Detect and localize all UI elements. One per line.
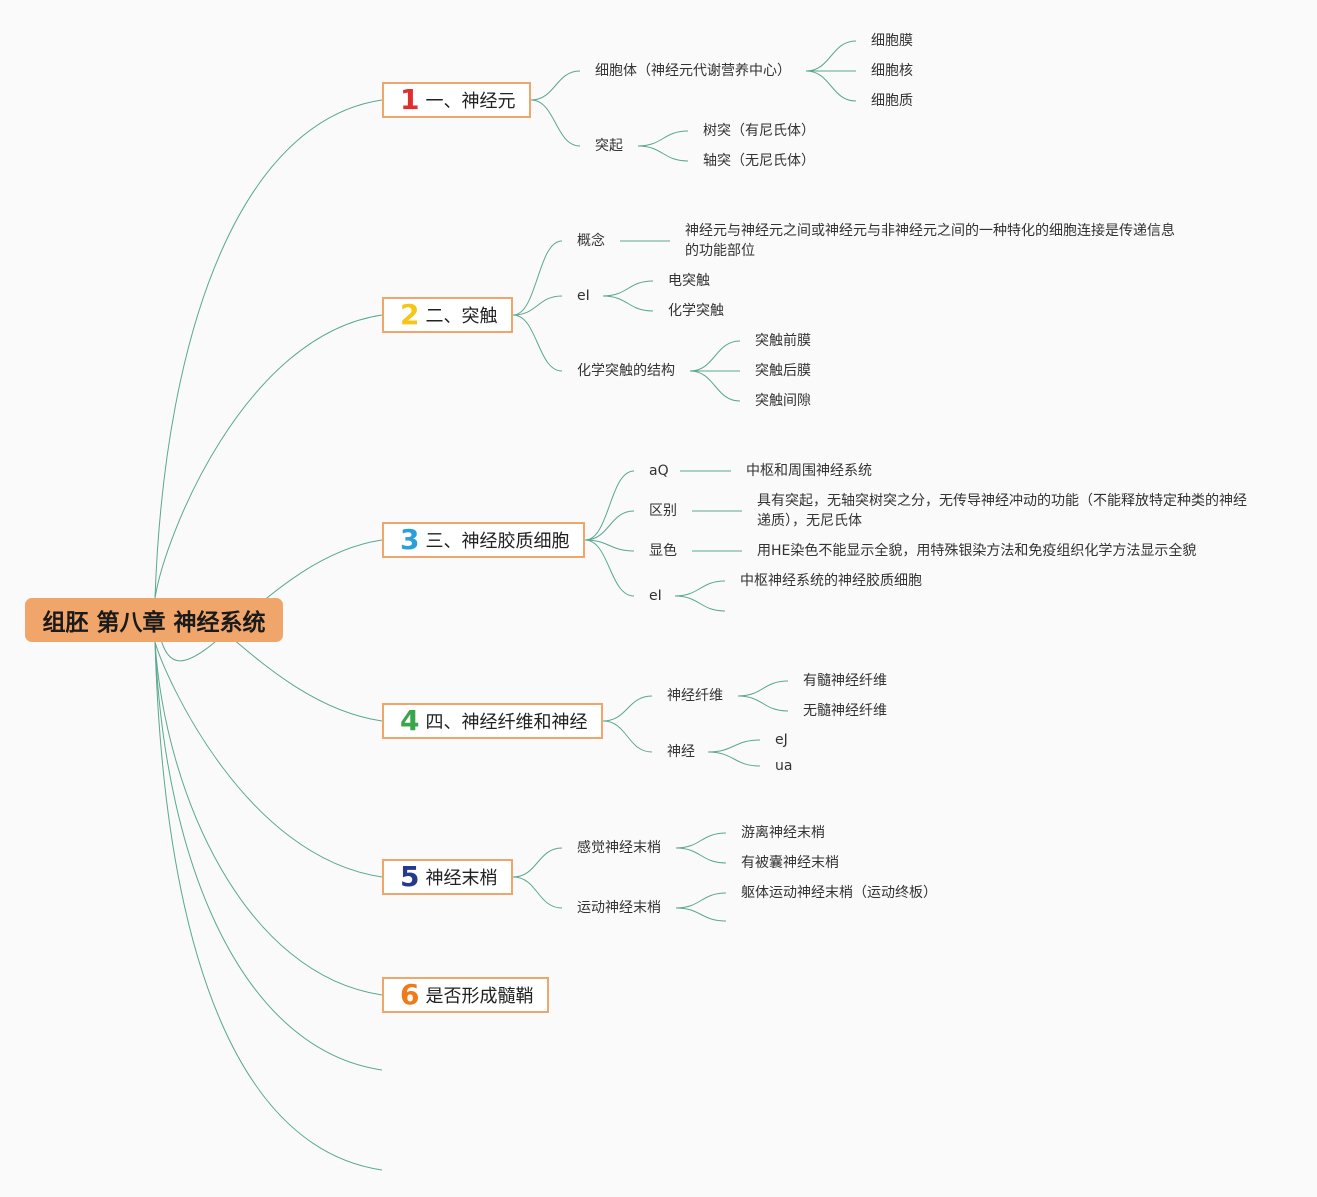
branch-node-6[interactable]: 6 是否形成髓鞘 [382, 977, 549, 1013]
link-fiber-myelinated [737, 680, 789, 697]
link-structure-pre [689, 340, 741, 372]
link-b2-ei [512, 295, 563, 316]
link-b2-concept [512, 240, 563, 316]
topic-ei-glia[interactable]: eI [649, 588, 662, 604]
branch-label-5: 神经末梢 [425, 868, 498, 889]
leaf-motor-endplate[interactable]: 躯体运动神经末梢（运动终板） [741, 885, 937, 901]
leaf-free-ending[interactable]: 游离神经末梢 [741, 825, 825, 841]
leaf-chemical-synapse[interactable]: 化学突触 [668, 303, 724, 319]
leaf-synapse-definition[interactable]: 神经元与神经元之间或神经元与非神经元之间的一种特化的细胞连接是传递信息的功能部位 [685, 223, 1175, 259]
link-motor-endplate-2 [675, 907, 727, 922]
link-b5-sensory [512, 847, 563, 878]
link-b3-difference [584, 510, 635, 541]
topic-soma[interactable]: 细胞体（神经元代谢营养中心） [595, 63, 791, 79]
branch-label-6: 是否形成髓鞘 [425, 986, 534, 1007]
link-root-branch-2 [154, 314, 383, 599]
leaf-difference-detail[interactable]: 具有突起，无轴突树突之分，无传导神经冲动的功能（不能释放特定种类的神经递质），无… [757, 493, 1247, 529]
link-structure-cleft [689, 370, 741, 402]
branch-node-3[interactable]: 3 三、神经胶质细胞 [382, 522, 585, 558]
link-motor-endplate-1 [675, 892, 727, 909]
topic-ei-synapse[interactable]: eI [577, 288, 590, 304]
topic-aq[interactable]: aQ [649, 463, 669, 479]
link-b1-process [530, 99, 581, 147]
link-nerve-ua [707, 751, 761, 767]
link-nerve-ej [707, 739, 761, 753]
leaf-myelinated-fiber[interactable]: 有髓神经纤维 [803, 673, 887, 689]
link-process-dendrite [637, 130, 689, 147]
leaf-postsynaptic-membrane[interactable]: 突触后膜 [755, 363, 811, 379]
link-fiber-unmyelinated [737, 695, 789, 712]
link-b3-aq [584, 470, 635, 541]
link-process-axon [637, 145, 689, 162]
topic-chemical-synapse-structure[interactable]: 化学突触的结构 [577, 363, 675, 379]
branch-number-1: 1 [400, 83, 420, 116]
leaf-electrical-synapse[interactable]: 电突触 [668, 273, 710, 289]
branch-node-5[interactable]: 5 神经末梢 [382, 859, 513, 895]
leaf-dendrite[interactable]: 树突（有尼氏体） [703, 123, 815, 139]
link-root-branch-5 [154, 641, 383, 878]
branch-label-4: 四、神经纤维和神经 [425, 712, 588, 733]
leaf-unmyelinated-fiber[interactable]: 无髓神经纤维 [803, 703, 887, 719]
topic-difference[interactable]: 区别 [649, 503, 677, 519]
branch-node-2[interactable]: 2 二、突触 [382, 297, 513, 333]
branch-label-2: 二、突触 [425, 306, 498, 327]
link-b5-motor [512, 876, 563, 909]
link-b4-fiber [602, 695, 653, 722]
leaf-encapsulated-ending[interactable]: 有被囊神经末梢 [741, 855, 839, 871]
link-b2-structure [512, 314, 563, 372]
link-b1-soma [530, 70, 581, 101]
branch-number-5: 5 [400, 860, 420, 893]
link-ei-glia-1 [674, 580, 726, 597]
link-root-branch-7 [154, 641, 383, 1071]
branch-number-4: 4 [400, 704, 420, 737]
link-root-branch-6 [154, 641, 383, 996]
leaf-central-peripheral[interactable]: 中枢和周围神经系统 [746, 463, 872, 479]
branch-number-2: 2 [400, 298, 420, 331]
branch-label-1: 一、神经元 [425, 91, 516, 112]
branch-node-1[interactable]: 1 一、神经元 [382, 82, 531, 118]
root-node[interactable]: 组胚 第八章 神经系统 [25, 598, 283, 642]
topic-process[interactable]: 突起 [595, 138, 623, 154]
leaf-staining-detail[interactable]: 用HE染色不能显示全貌，用特殊银染方法和免疫组织化学方法显示全貌 [757, 543, 1197, 559]
branch-node-4[interactable]: 4 四、神经纤维和神经 [382, 703, 603, 739]
link-root-branch-1 [154, 99, 383, 599]
link-soma-cytoplasm [805, 70, 857, 102]
leaf-cytoplasm[interactable]: 细胞质 [871, 93, 913, 109]
leaf-nerve-ej[interactable]: eJ [775, 732, 788, 748]
leaf-presynaptic-membrane[interactable]: 突触前膜 [755, 333, 811, 349]
topic-concept[interactable]: 概念 [577, 233, 605, 249]
branch-number-3: 3 [400, 523, 420, 556]
leaf-axon[interactable]: 轴突（无尼氏体） [703, 153, 815, 169]
branch-number-6: 6 [400, 978, 420, 1011]
link-sensory-encapsulated [675, 847, 727, 864]
leaf-nucleus[interactable]: 细胞核 [871, 63, 913, 79]
link-root-branch-8 [154, 641, 383, 1171]
leaf-cell-membrane[interactable]: 细胞膜 [871, 33, 913, 49]
link-b3-ei [584, 539, 635, 597]
topic-nerve-fiber[interactable]: 神经纤维 [667, 688, 723, 704]
link-ei-chemical [602, 295, 654, 312]
topic-staining[interactable]: 显色 [649, 543, 677, 559]
link-ei-electrical [602, 280, 654, 297]
link-b4-nerve [602, 720, 653, 753]
link-soma-membrane [805, 40, 857, 72]
leaf-central-glia[interactable]: 中枢神经系统的神经胶质细胞 [740, 573, 922, 589]
leaf-synaptic-cleft[interactable]: 突触间隙 [755, 393, 811, 409]
topic-sensory-ending[interactable]: 感觉神经末梢 [577, 840, 661, 856]
topic-nerve[interactable]: 神经 [667, 744, 695, 760]
link-sensory-free [675, 832, 727, 849]
branch-label-3: 三、神经胶质细胞 [425, 531, 570, 552]
topic-motor-ending[interactable]: 运动神经末梢 [577, 900, 661, 916]
link-b3-staining [584, 539, 635, 552]
link-ei-glia-2 [674, 595, 726, 612]
leaf-nerve-ua[interactable]: ua [775, 758, 793, 774]
